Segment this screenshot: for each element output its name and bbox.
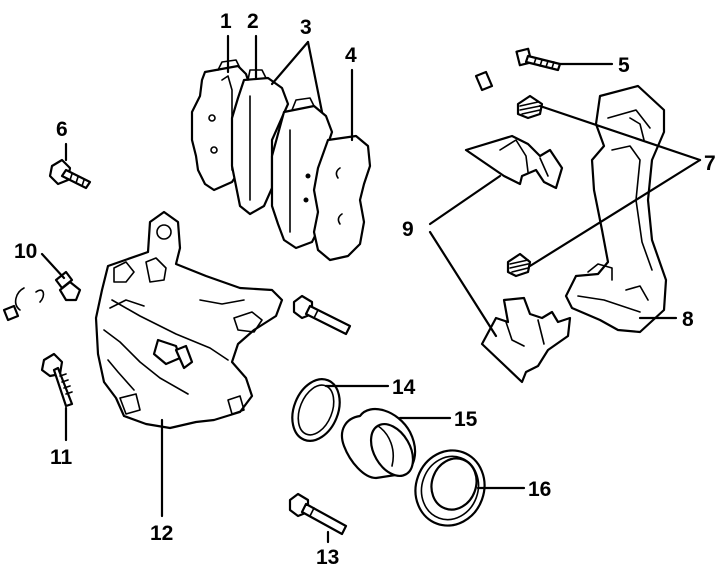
bolt-11 [40, 352, 74, 408]
clip-9-upper [464, 134, 564, 190]
brake-pad-4 [312, 134, 372, 262]
caliper-housing-12 [94, 210, 284, 430]
callout-13: 13 [316, 546, 339, 569]
clip-9-lower [480, 296, 572, 384]
callout-4: 4 [345, 44, 357, 67]
callout-14: 14 [392, 376, 416, 399]
callout-9: 9 [402, 218, 414, 241]
callout-3: 3 [300, 16, 312, 39]
callout-12: 12 [150, 522, 173, 545]
spring-7-upper [516, 94, 544, 120]
bolt-5 [515, 47, 562, 72]
guide-bushing [474, 70, 494, 92]
piston-15 [340, 407, 417, 480]
callout-labels: 1 2 3 4 5 6 7 8 9 10 11 12 14 15 16 13 [14, 10, 716, 569]
piston-seal-14 [291, 378, 341, 442]
callout-15: 15 [454, 408, 478, 431]
callout-7: 7 [704, 152, 716, 175]
bleeder-screw-10 [2, 270, 82, 322]
leader-lines [40, 34, 702, 544]
caliper-bracket-8 [564, 84, 668, 334]
callout-16: 16 [528, 478, 551, 501]
callout-11: 11 [50, 446, 73, 469]
bolt-6 [48, 158, 92, 190]
callout-5: 5 [618, 54, 630, 77]
dust-boot-16 [414, 449, 486, 527]
callout-1: 1 [220, 10, 232, 33]
spring-7-lower [506, 252, 532, 278]
callout-6: 6 [56, 118, 68, 141]
guide-pin-13 [292, 294, 352, 336]
callout-2: 2 [247, 10, 259, 33]
callout-8: 8 [682, 308, 694, 331]
callout-10: 10 [14, 240, 37, 263]
guide-pin-lower [288, 492, 348, 536]
